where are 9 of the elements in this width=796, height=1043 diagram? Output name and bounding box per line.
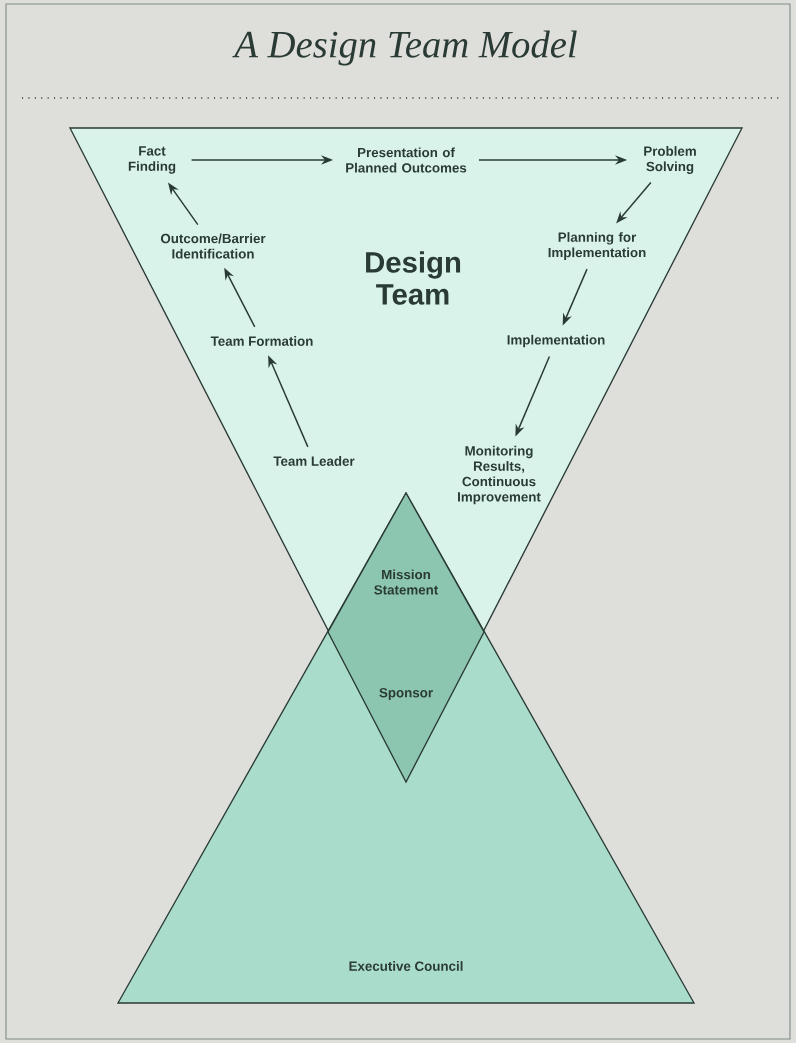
- step-label: Outcome/Barrier Identification: [160, 233, 266, 259]
- step-label: Problem Solving: [644, 146, 696, 174]
- step-label: Planning for Implementation: [548, 232, 646, 260]
- step-label: Team Formation: [210, 336, 313, 346]
- step-label: Implementation: [507, 334, 605, 348]
- step-label: Team Leader: [273, 456, 355, 466]
- step-label: Fact Finding: [128, 146, 176, 174]
- title: A Design Team Model: [232, 30, 577, 66]
- step-label: Presentation of Planned Outcomes: [346, 147, 467, 173]
